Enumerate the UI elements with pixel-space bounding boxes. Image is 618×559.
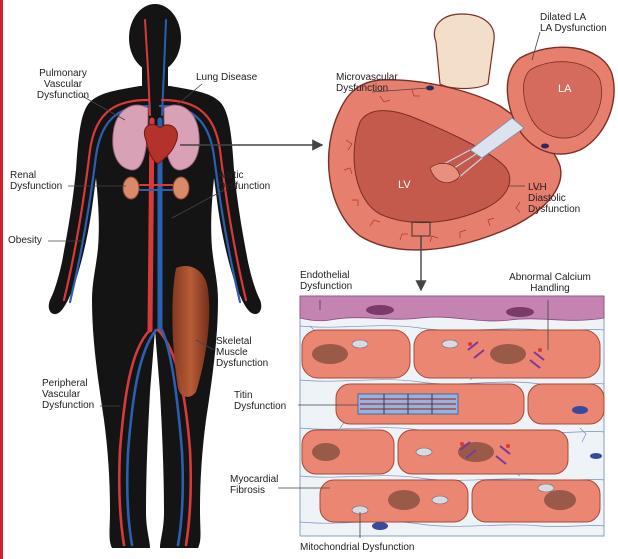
label-dilated-la: Dilated LA LA Dysfunction bbox=[540, 12, 607, 34]
myocardial-tissue-panel bbox=[300, 296, 604, 536]
label-obesity: Obesity bbox=[8, 235, 42, 246]
label-renal-dysfunction: Renal Dysfunction bbox=[10, 170, 62, 192]
kidney-right bbox=[173, 177, 189, 199]
body-head bbox=[129, 4, 181, 72]
label-lv: LV bbox=[398, 180, 411, 191]
endothelial-layer bbox=[300, 296, 604, 321]
label-lung-disease: Lung Disease bbox=[196, 72, 257, 83]
label-titin-dysfunction: Titin Dysfunction bbox=[234, 390, 286, 412]
label-myocardial-fibrosis: Myocardial Fibrosis bbox=[230, 474, 278, 496]
label-pulmonary-vascular-dysfunction: Pulmonary Vascular Dysfunction bbox=[30, 68, 96, 101]
label-skeletal-muscle-dysfunction: Skeletal Muscle Dysfunction bbox=[216, 336, 268, 369]
kidney-left bbox=[123, 177, 139, 199]
aorta-stub bbox=[434, 14, 494, 89]
label-microvascular-dysfunction: Microvascular Dysfunction bbox=[336, 72, 398, 94]
label-abnormal-calcium-handling: Abnormal Calcium Handling bbox=[496, 272, 604, 294]
label-la: LA bbox=[558, 84, 571, 95]
label-endothelial-dysfunction: Endothelial Dysfunction bbox=[300, 270, 352, 292]
label-aortic-dysfunction: Aortic Dysfunction bbox=[218, 170, 270, 192]
label-mitochondrial-dysfunction: Mitochondrial Dysfunction bbox=[300, 542, 415, 553]
label-peripheral-vascular-dysfunction: Peripheral Vascular Dysfunction bbox=[42, 378, 94, 411]
label-lvh-diastolic-dysfunction: LVH Diastolic Dysfunction bbox=[528, 182, 580, 215]
titin-sarcomere bbox=[358, 394, 458, 414]
